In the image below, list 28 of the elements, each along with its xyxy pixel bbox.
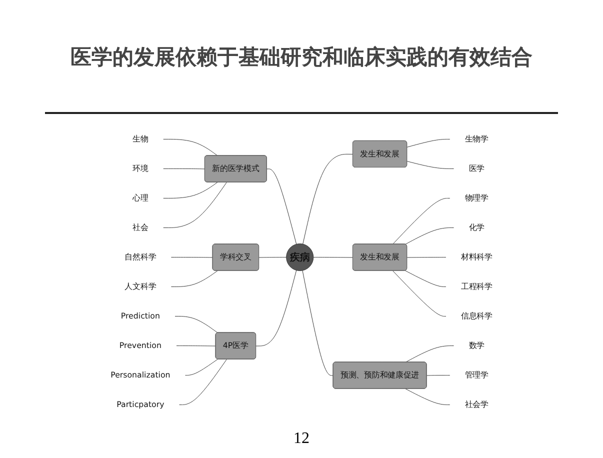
connector [184, 358, 218, 376]
connector [256, 270, 297, 346]
connector [162, 138, 218, 156]
connector [392, 270, 446, 316]
connector [426, 375, 450, 376]
connector [392, 198, 450, 244]
connector [406, 138, 450, 148]
node-circle: 疾病 [286, 243, 314, 272]
connector [266, 168, 297, 244]
connector [405, 270, 446, 287]
connector [302, 154, 354, 244]
page-number: 12 [294, 430, 310, 447]
connector [406, 257, 446, 258]
connector [162, 182, 227, 228]
connector [405, 388, 450, 406]
connector [405, 228, 454, 245]
connector [313, 257, 354, 258]
connector [258, 257, 287, 258]
connector [162, 182, 218, 198]
connector [406, 161, 454, 169]
connector [170, 257, 214, 258]
connector [178, 359, 227, 406]
connector [162, 168, 206, 170]
title: 医学的发展依赖于基础研究和临床实践的有效结合 [70, 44, 534, 71]
connector [405, 346, 454, 362]
connector [302, 270, 334, 376]
connector [174, 316, 218, 334]
connector [170, 270, 218, 287]
